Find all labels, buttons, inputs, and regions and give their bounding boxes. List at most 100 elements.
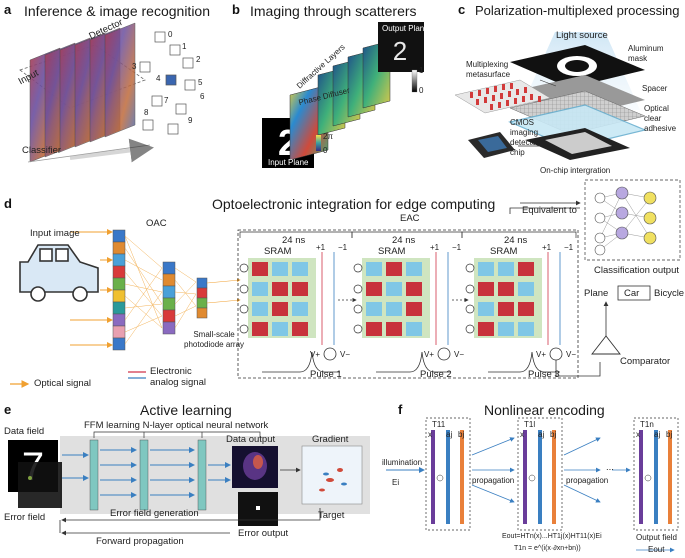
propagation-1-label: propagation <box>472 476 515 485</box>
panel-f-letter: f <box>398 402 403 417</box>
eout-label: Eout <box>648 545 665 554</box>
eac-label: EAC <box>400 213 420 224</box>
light-source-label: Light source <box>556 30 608 41</box>
phase-scale-top: 2π <box>323 132 333 141</box>
plus-one-2: +1 <box>430 243 440 252</box>
column-a-1: aj <box>446 430 453 439</box>
output-plane-image <box>378 22 424 72</box>
gradient-label: Gradient <box>312 434 349 445</box>
on-chip-label: On-chip intergration <box>540 166 611 175</box>
selected-class-box <box>617 285 651 301</box>
v-minus-2: V− <box>454 350 465 359</box>
t-first-label: T11 <box>432 420 446 429</box>
detector-digit-5: 5 <box>198 78 203 87</box>
detector-digit-3: 3 <box>132 62 137 71</box>
column-a-3: aj <box>654 430 661 439</box>
timing-label-2: 24 ns <box>392 235 416 246</box>
detector-digit-7: 7 <box>164 96 169 105</box>
plus-one-3: +1 <box>542 243 552 252</box>
t-last-label: T1n <box>640 420 654 429</box>
cmos-label: CMOS imaging detector chip <box>510 118 539 157</box>
column-b-2: bj <box>550 430 557 439</box>
error-field-label: Error field <box>4 512 46 523</box>
panel-c-title: Polarization-multiplexed processing <box>475 3 680 18</box>
oac-layer-2 <box>162 261 176 335</box>
input-image-label: Input image <box>30 228 80 239</box>
v-plus-1: V+ <box>310 350 321 359</box>
detector-digit-8: 8 <box>144 108 149 117</box>
equation-eout: Eout=HTn(x)...HT1j(x)HT11(x)Ei <box>502 533 602 540</box>
oac-layer-1 <box>112 229 126 351</box>
detector-digit-2: 2 <box>196 55 201 64</box>
panel-e-letter: e <box>4 402 12 417</box>
minus-one-1: −1 <box>338 243 348 252</box>
electronic-signal-legend: Electronic analog signal <box>150 366 206 388</box>
v-plus-3: V+ <box>536 350 547 359</box>
target-label: Target <box>318 510 345 521</box>
timing-label-1: 24 ns <box>282 235 306 246</box>
panel-d-title: Optoelectronic integration for edge comp… <box>212 196 496 212</box>
class-plane: Plane <box>584 288 609 299</box>
panel-b-title: Imaging through scatterers <box>250 3 417 19</box>
propagation-2-label: propagation <box>566 476 609 485</box>
output-plane-label: Output Plane <box>382 24 429 33</box>
class-bicycle: Bicycle <box>654 288 685 299</box>
svg-text:2: 2 <box>393 36 407 66</box>
v-plus-2: V+ <box>424 350 435 359</box>
intensity-scale-top: 1 <box>419 66 424 75</box>
v-minus-3: V− <box>566 350 577 359</box>
spacer-label: Spacer <box>642 84 668 93</box>
panel-a-title: Inference & image recognition <box>24 3 210 19</box>
column-x-1: x <box>428 430 432 439</box>
equivalent-to-label: Equivalent to <box>522 205 577 216</box>
aluminum-mask-label: Aluminum mask <box>628 44 664 63</box>
pulse-2-label: Pulse 2 <box>420 369 452 380</box>
ellipsis-label: ... <box>606 462 614 473</box>
pulse-3-label: Pulse 3 <box>528 369 560 380</box>
plus-one-1: +1 <box>316 243 326 252</box>
equivalent-network-box <box>584 179 681 261</box>
photodiode-array-label: Small-scale photodiode array <box>184 330 245 349</box>
v-minus-1: V− <box>340 350 351 359</box>
detector-digit-6: 6 <box>200 92 205 101</box>
sram-label-3: SRAM <box>490 246 518 257</box>
oac-layer-3 <box>196 277 208 319</box>
panel-f-title: Nonlinear encoding <box>484 402 605 418</box>
sram-block-1 <box>248 258 316 338</box>
error-field-image <box>18 462 62 508</box>
panel-f-graphic <box>386 417 679 553</box>
sram-label-1: SRAM <box>264 246 292 257</box>
column-a-2: aj <box>538 430 545 439</box>
eac-boundary <box>237 229 579 379</box>
t-mid-label: T1l <box>524 420 536 429</box>
panel-d-graphic <box>10 179 681 388</box>
adhesive-label: Optical clear adhesive <box>644 104 677 133</box>
comparator-symbol <box>591 335 621 355</box>
ei-label: Ei <box>392 478 400 487</box>
detector-digit-4: 4 <box>156 74 161 83</box>
intensity-scale-bottom: 0 <box>419 86 424 95</box>
panel-a-graphic <box>19 22 196 163</box>
data-field-label: Data field <box>4 426 45 437</box>
sram-block-3 <box>474 258 542 338</box>
layer-box-n <box>633 417 679 531</box>
panel-a-letter: a <box>4 2 12 17</box>
minus-one-2: −1 <box>452 243 462 252</box>
classifier-label: Classifier <box>22 145 62 156</box>
column-b-3: bj <box>666 430 673 439</box>
metasurface-label: Multiplexing metasurface <box>466 60 511 79</box>
output-field-label: Output field <box>636 533 677 542</box>
detector-digit-1: 1 <box>182 42 187 51</box>
error-field-generation-label: Error field generation <box>110 508 199 519</box>
comparator-label: Comparator <box>620 356 671 367</box>
column-b-1: bj <box>458 430 465 439</box>
class-car: Car <box>624 288 640 299</box>
panel-e-title: Active learning <box>140 402 232 418</box>
column-x-2: x <box>520 430 524 439</box>
optical-signal-legend: Optical signal <box>34 378 92 389</box>
layer-box-1 <box>425 417 471 531</box>
classification-output-label: Classification output <box>594 265 680 276</box>
detector-digit-0: 0 <box>168 30 173 39</box>
car-icon <box>19 244 99 302</box>
